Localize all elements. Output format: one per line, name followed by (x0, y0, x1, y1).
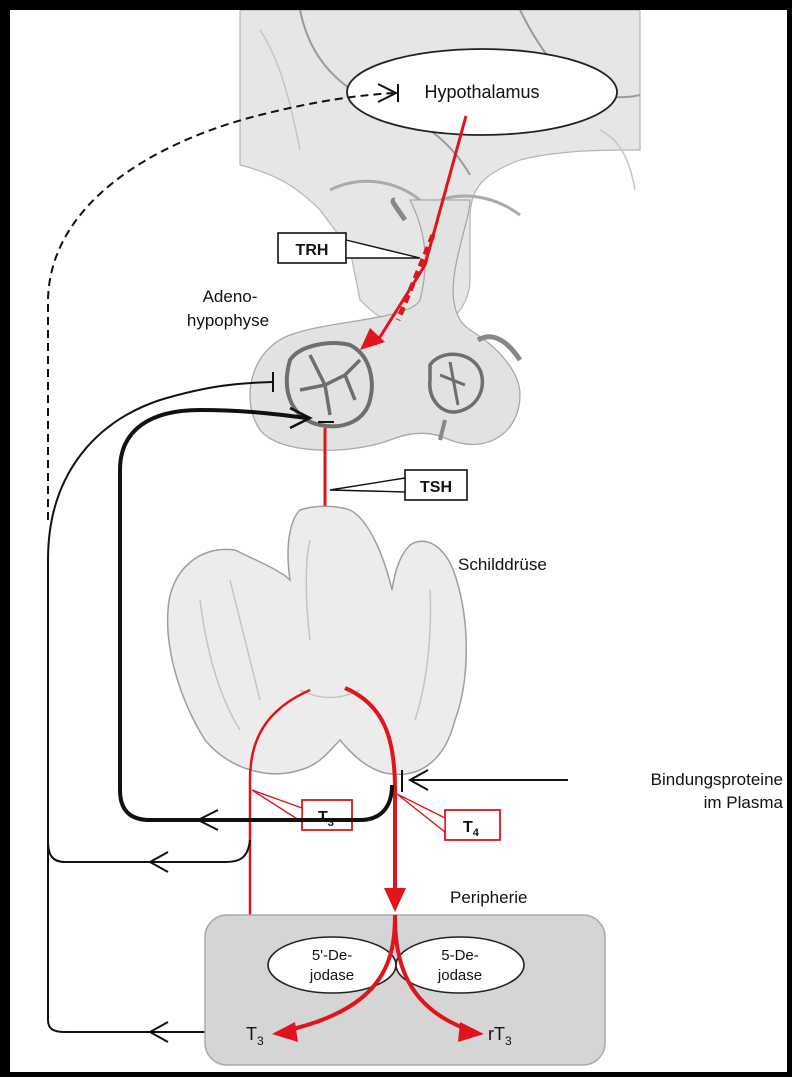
deiodinase-5-line1: 5-De- (441, 947, 479, 964)
t4-leader (397, 794, 445, 832)
diagram-canvas: Hypothalamus Adeno- hypophyse TRH TSH (10, 10, 787, 1072)
deiodinase-5prime-line1: 5'-De- (312, 947, 352, 964)
adenohypophysis-label-line1: Adeno- (203, 287, 258, 306)
deiodinase-5-line2: jodase (437, 967, 482, 984)
deiodinase-5-ellipse (396, 937, 524, 993)
trh-label: TRH (296, 242, 329, 259)
thyroid-gland-illustration (168, 506, 467, 774)
hypothalamus-label: Hypothalamus (424, 82, 539, 102)
periphery-label: Peripherie (450, 888, 528, 907)
tsh-leader (330, 478, 405, 492)
t3-leader (252, 790, 302, 822)
binding-proteins-label-line2: im Plasma (704, 793, 784, 812)
thyroid-axis-diagram: Hypothalamus Adeno- hypophyse TRH TSH (10, 10, 787, 1072)
thyroid-label: Schilddrüse (458, 555, 547, 574)
tsh-label: TSH (420, 479, 452, 496)
periphery-box (205, 915, 605, 1065)
t4-secretion-arrowhead (384, 888, 406, 912)
binding-proteins-label-line1: Bindungsproteine (651, 770, 783, 789)
deiodinase-5prime-line2: jodase (309, 967, 354, 984)
adenohypophysis-label-line2: hypophyse (187, 311, 269, 330)
